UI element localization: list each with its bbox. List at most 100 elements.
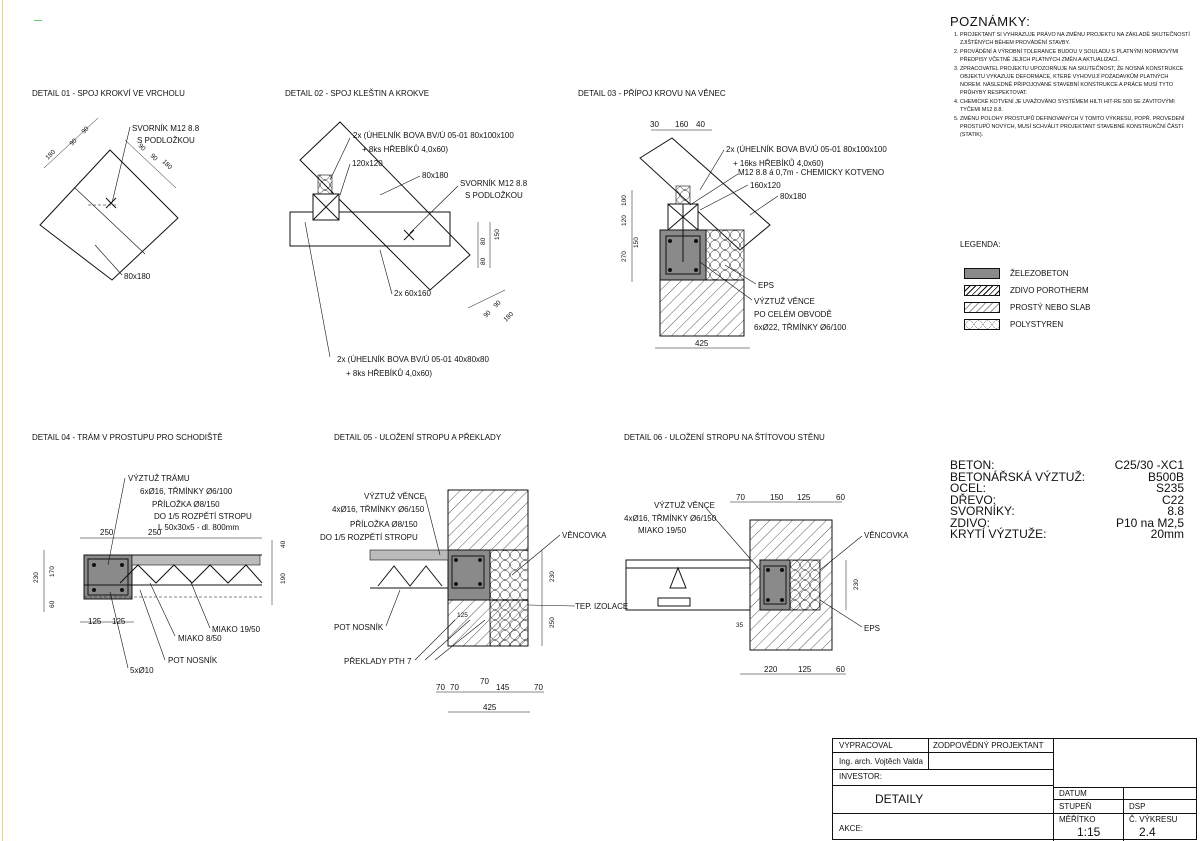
reinforced-concrete-swatch	[964, 268, 1000, 279]
rafter-80x180	[639, 137, 771, 251]
svg-text:80: 80	[480, 257, 487, 265]
tb-author: Ing. arch. Vojtěch Valda	[839, 757, 923, 766]
d02-angle-label: 2x (ÚHELNÍK BOVA BV/Ú 05-01 80x100x100	[353, 131, 514, 140]
tb-cislo: Č. VÝKRESU	[1129, 815, 1178, 824]
tb-vypracoval: VYPRACOVAL	[839, 741, 893, 750]
svg-text:125: 125	[88, 617, 102, 626]
svg-text:90: 90	[80, 125, 90, 135]
svg-text:5xØ10: 5xØ10	[130, 666, 154, 675]
svg-text:60: 60	[836, 493, 845, 502]
corner-mark	[34, 20, 42, 21]
svg-text:PŘEKLADY PTH 7: PŘEKLADY PTH 7	[344, 657, 412, 666]
tb-datum: DATUM	[1059, 789, 1087, 798]
svg-text:TEP. IZOLACE: TEP. IZOLACE	[575, 602, 628, 611]
svg-text:POT NOSNÍK: POT NOSNÍK	[334, 623, 384, 632]
rafter-joint	[39, 149, 179, 281]
legend-item: ZDIVO POROTHERM	[964, 285, 1184, 297]
title-block: VYPRACOVAL ZODPOVĚDNÝ PROJEKTANT Ing. ar…	[832, 738, 1197, 841]
material-row: BETON:C25/30 -XC1	[950, 458, 1184, 472]
detail-06-title: DETAIL 06 - ULOŽENÍ STROPU NA ŠTÍTOVOU S…	[624, 433, 825, 442]
svg-text:2x (ÚHELNÍK BOVA BV/Ú 05-01 40: 2x (ÚHELNÍK BOVA BV/Ú 05-01 40x80x80	[337, 355, 489, 364]
svg-text:PŘÍLOŽKA Ø8/150: PŘÍLOŽKA Ø8/150	[152, 500, 220, 509]
svg-text:125: 125	[798, 665, 812, 674]
svg-text:40: 40	[696, 120, 705, 129]
svg-text:125: 125	[112, 617, 126, 626]
material-row: ZDIVO:P10 na M2,5	[950, 515, 1184, 530]
svg-text:70: 70	[450, 683, 459, 692]
svg-text:120: 120	[621, 215, 628, 226]
svg-text:230: 230	[33, 572, 40, 583]
svg-text:SVORNÍK M12 8.8: SVORNÍK M12 8.8	[460, 179, 528, 188]
svg-text:VÝZTUŽ VĚNCE: VÝZTUŽ VĚNCE	[654, 501, 715, 510]
d01-rafter-label: 80x180	[124, 272, 151, 281]
legend-item: ŽELEZOBETON	[964, 268, 1184, 280]
svg-text:VÝZTUŽ VĚNCE: VÝZTUŽ VĚNCE	[754, 297, 815, 306]
svg-text:70: 70	[480, 677, 489, 686]
svg-text:180: 180	[44, 149, 57, 162]
legend-item: PROSTÝ NEBO SLAB	[964, 302, 1184, 314]
svg-text:80x180: 80x180	[422, 171, 449, 180]
svg-text:2x 60x160: 2x 60x160	[394, 289, 431, 298]
svg-text:90: 90	[492, 299, 502, 309]
svg-text:2x (ÚHELNÍK BOVA BV/Ú 05-01 80: 2x (ÚHELNÍK BOVA BV/Ú 05-01 80x100x100	[726, 145, 887, 154]
svg-text:160: 160	[675, 120, 689, 129]
tb-stupen-value: DSP	[1129, 802, 1146, 811]
notes-heading: POZNÁMKY:	[950, 14, 1031, 29]
svg-text:POT NOSNÍK: POT NOSNÍK	[168, 656, 218, 665]
svg-text:150: 150	[770, 493, 784, 502]
truss-joist-05	[377, 565, 443, 587]
detail-02-title: DETAIL 02 - SPOJ KLEŠTIN A KROKVE	[285, 89, 429, 98]
note-item: PROVÁDĚNÍ A VÝROBNÍ TOLERANCE BUDOU V SO…	[960, 48, 1190, 64]
tb-akce: AKCE:	[839, 824, 864, 833]
svg-text:90: 90	[149, 152, 159, 162]
masonry-upper	[447, 489, 529, 551]
svg-text:220: 220	[764, 665, 778, 674]
masonry-wall	[659, 279, 745, 337]
svg-text:170: 170	[49, 566, 56, 577]
svg-text:90: 90	[68, 137, 78, 147]
svg-text:PŘÍLOŽKA Ø8/150: PŘÍLOŽKA Ø8/150	[350, 520, 418, 529]
legend-heading: LEGENDA:	[960, 240, 1001, 249]
svg-text:80x180: 80x180	[780, 192, 807, 201]
svg-text:S PODLOŽKOU: S PODLOŽKOU	[137, 136, 195, 145]
svg-text:150: 150	[494, 229, 501, 240]
svg-text:190: 190	[280, 573, 287, 584]
note-item: CHEMICKÉ KOTVENÍ JE UVAŽOVÁNO SYSTÉMEM H…	[960, 98, 1190, 114]
svg-text:4xØ16, TŘMÍNKY Ø6/150: 4xØ16, TŘMÍNKY Ø6/150	[624, 514, 717, 523]
d01-bolt-label: SVORNÍK M12 8.8	[132, 124, 200, 133]
note-item: PROJEKTANT SI VYHRAZUJE PRÁVO NA ZMĚNU P…	[960, 31, 1190, 47]
material-row: DŘEVO:C22	[950, 492, 1184, 507]
legend-item: POLYSTYREN	[964, 319, 1184, 331]
svg-text:120x120: 120x120	[352, 159, 383, 168]
truss-joist	[119, 564, 263, 584]
detail-01: DETAIL 01 - SPOJ KROKVÍ VE VRCHOLU SVORN…	[32, 89, 200, 281]
masonry-swatch	[964, 285, 1000, 296]
detail-04: DETAIL 04 - TRÁM V PROSTUPU PRO SCHODIŠT…	[32, 433, 287, 675]
material-row: BETONÁŘSKÁ VÝZTUŽ:B500B	[950, 469, 1184, 484]
svg-text:6xØ16, TŘMÍNKY Ø6/100: 6xØ16, TŘMÍNKY Ø6/100	[140, 487, 233, 496]
svg-text:EPS: EPS	[864, 624, 880, 633]
svg-text:145: 145	[496, 683, 510, 692]
svg-text:70: 70	[736, 493, 745, 502]
svg-text:180: 180	[161, 158, 174, 171]
tb-meritko-value: 1:15	[1077, 825, 1101, 839]
svg-text:160x120: 160x120	[750, 181, 781, 190]
svg-text:PO CELÉM OBVODĚ: PO CELÉM OBVODĚ	[754, 310, 832, 319]
tb-stupen: STUPEŇ	[1059, 802, 1092, 811]
svg-text:425: 425	[483, 703, 497, 712]
note-item: ZPRACOVATEL PROJEKTU UPOZORŇUJE NA SKUTE…	[960, 65, 1190, 97]
material-row: KRYTÍ VÝZTUŽE:20mm	[950, 527, 1184, 541]
tb-zodpovedny: ZODPOVĚDNÝ PROJEKTANT	[933, 741, 1044, 750]
detail-04-title: DETAIL 04 - TRÁM V PROSTUPU PRO SCHODIŠT…	[32, 433, 223, 442]
svg-text:VÝZTUŽ VĚNCE: VÝZTUŽ VĚNCE	[364, 492, 425, 501]
tb-sheet-name: DETAILY	[875, 792, 924, 806]
tb-meritko: MĚŘÍTKO	[1059, 815, 1096, 824]
svg-text:MIAKO 8/50: MIAKO 8/50	[178, 634, 222, 643]
svg-text:+ 8ks HŘEBÍKŮ 4,0x60): + 8ks HŘEBÍKŮ 4,0x60)	[346, 369, 432, 378]
tb-cislo-value: 2.4	[1139, 825, 1156, 839]
svg-text:125: 125	[457, 612, 468, 619]
svg-text:VĚNCOVKA: VĚNCOVKA	[864, 531, 909, 540]
material-row: OCEL:S235	[950, 481, 1184, 495]
materials-table: BETON:C25/30 -XC1 BETONÁŘSKÁ VÝZTUŽ:B500…	[950, 458, 1184, 541]
svg-text:60: 60	[49, 600, 56, 608]
